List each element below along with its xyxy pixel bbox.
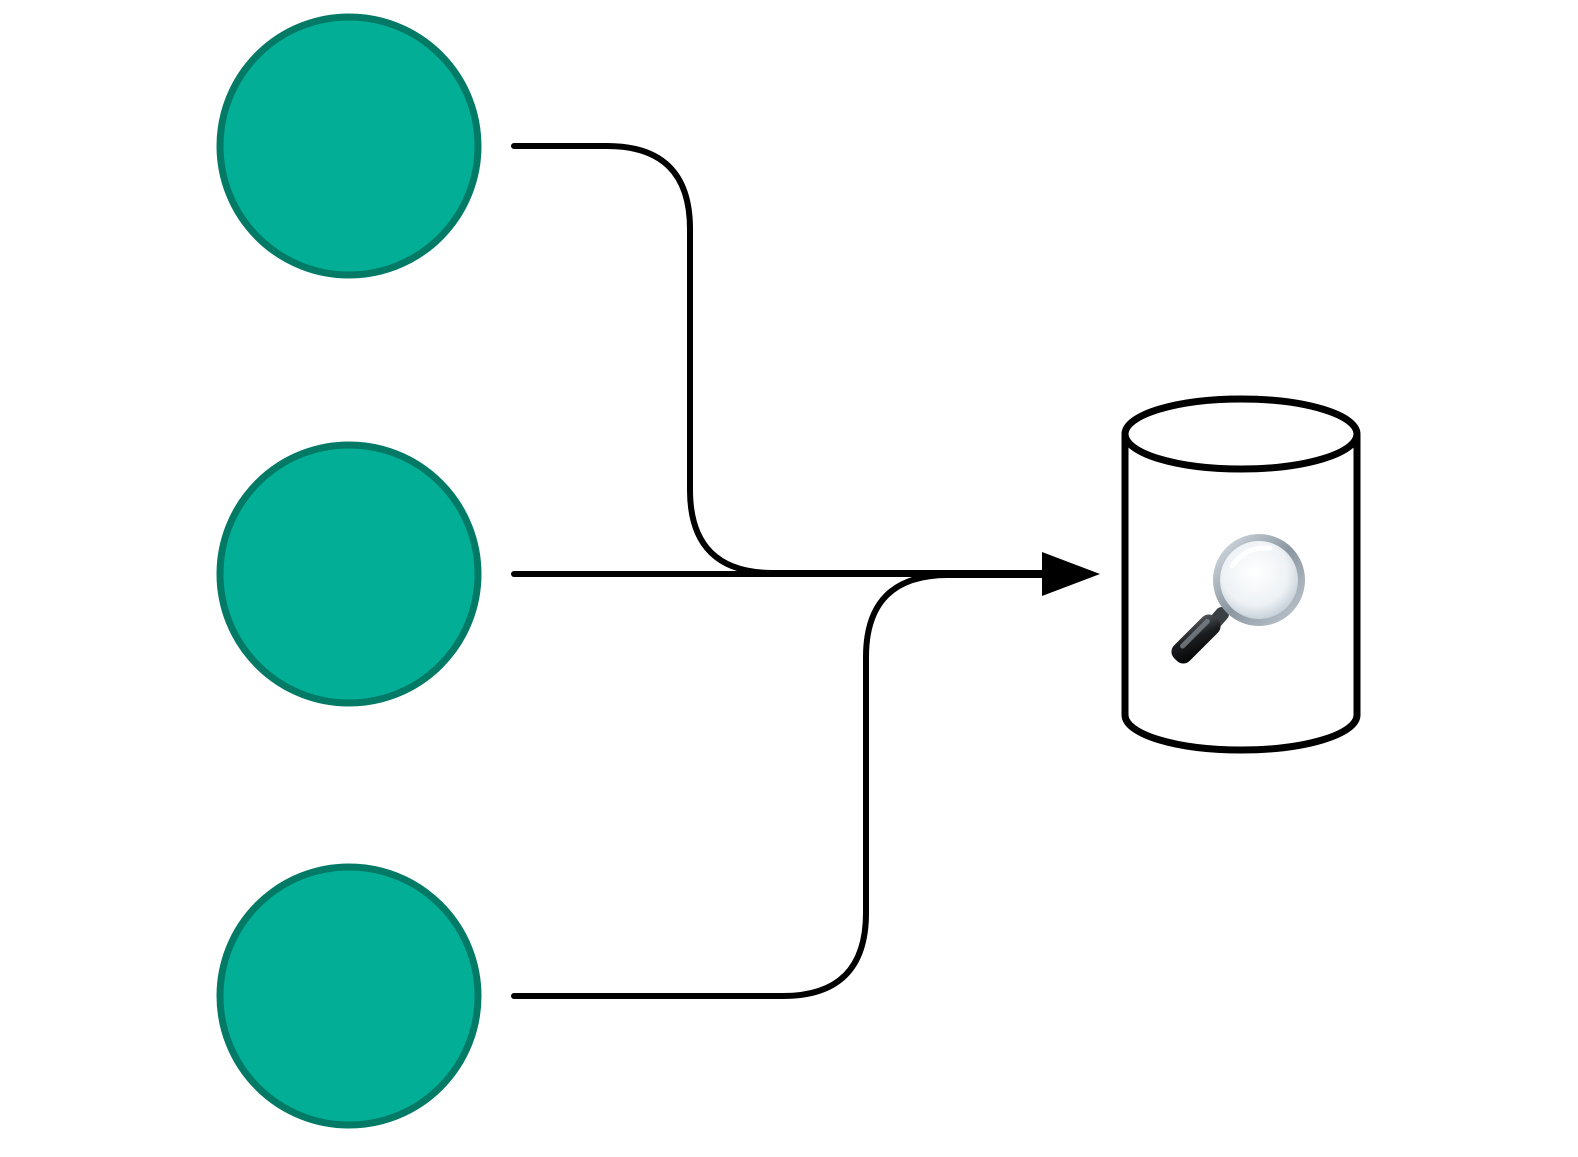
arrowhead [1042, 552, 1100, 596]
database-top [1121, 395, 1361, 473]
connector-node-3-to-database [511, 572, 1047, 999]
magnifying-glass-icon [1171, 534, 1305, 664]
source-node-1[interactable] [216, 13, 482, 279]
source-node-3[interactable] [216, 863, 482, 1129]
search-database[interactable] [1121, 395, 1361, 754]
source-node-2[interactable] [216, 441, 482, 707]
connector-node-1-to-database [511, 143, 1047, 576]
